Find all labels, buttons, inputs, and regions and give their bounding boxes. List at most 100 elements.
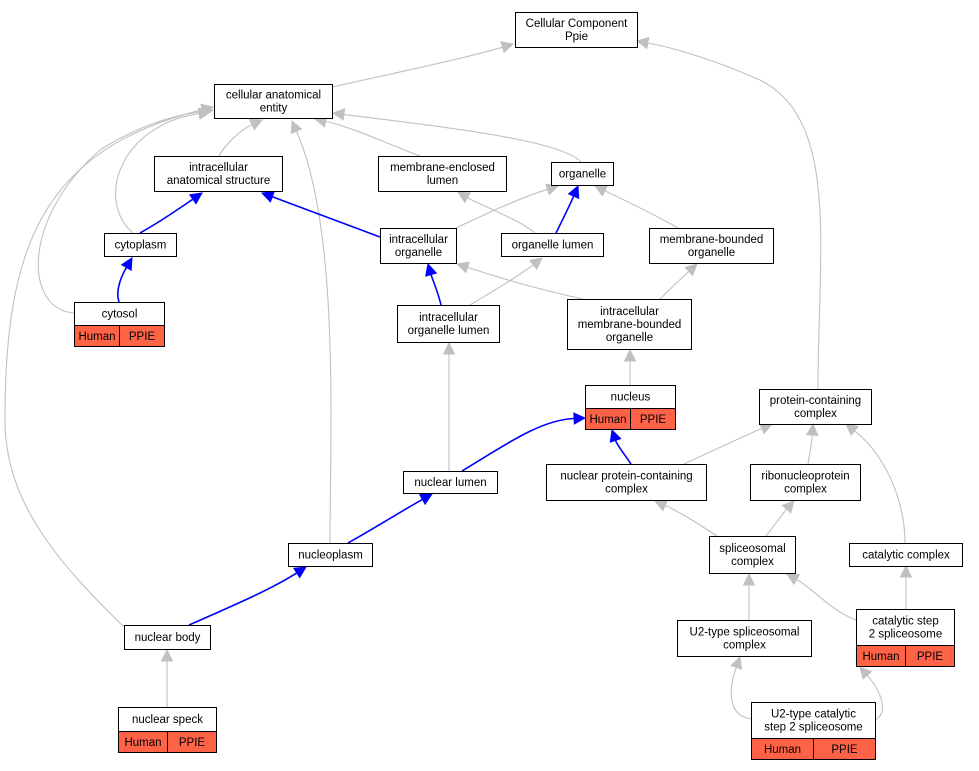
edge-nuclear-protein-containing-complex-to-protein-containing-complex — [683, 422, 774, 465]
node-cytoplasm[interactable]: cytoplasm — [104, 233, 177, 257]
node-box — [397, 305, 500, 343]
node-box — [515, 12, 638, 48]
node-label-line: complex — [794, 408, 837, 420]
arrowhead-icon — [120, 257, 133, 272]
edge-nuclear-lumen-to-nucleus — [461, 412, 587, 472]
node-box — [403, 471, 498, 494]
node-label-line: organelle — [606, 332, 653, 344]
edge-line — [461, 417, 575, 472]
annotation-tag-label: Human — [764, 744, 801, 756]
node-label-line: nucleoplasm — [298, 550, 363, 562]
edge-u2-type-catalytic-step-2-spliceosome-to-catalytic-step-2-spliceosome — [859, 666, 884, 721]
edge-protein-containing-complex-to-cellular-component — [635, 36, 822, 390]
node-nuclear-lumen[interactable]: nuclear lumen — [403, 471, 498, 494]
node-catalytic-complex[interactable]: catalytic complex — [849, 543, 963, 567]
node-label-line: organelle lumen — [408, 325, 490, 337]
edge-nuclear-body-to-nucleoplasm — [188, 566, 307, 626]
edge-line — [325, 120, 421, 157]
edge-cellular-anatomical-entity-to-cellular-component — [331, 41, 515, 88]
edge-catalytic-step-2-spliceosome-to-catalytic-complex — [899, 564, 913, 609]
node-box — [551, 162, 614, 186]
arrowhead-icon — [684, 263, 698, 277]
arrowhead-icon — [730, 655, 743, 670]
arrowhead-icon — [248, 118, 264, 131]
edge-line — [117, 267, 128, 303]
edge-line — [218, 124, 253, 157]
arrowhead-icon — [623, 348, 637, 362]
node-label-line: catalytic step — [872, 616, 938, 628]
arrowhead-icon — [573, 412, 587, 425]
annotation-tag-box — [905, 645, 955, 667]
node-organelle[interactable]: organelle — [551, 162, 614, 186]
edge-intracellular-anatomical-structure-to-cellular-anatomical-entity — [218, 118, 264, 157]
node-box — [709, 536, 796, 574]
arrowhead-icon — [260, 191, 275, 203]
node-label-line: entity — [260, 103, 288, 115]
arrowhead-icon — [455, 261, 470, 274]
node-box — [567, 299, 692, 350]
edge-line — [467, 197, 536, 234]
arrowhead-icon — [781, 500, 795, 514]
edge-nuclear-lumen-to-intracellular-organelle-lumen — [442, 341, 456, 471]
edge-line — [664, 504, 718, 537]
arrowhead-icon — [635, 36, 650, 50]
arrowhead-icon — [200, 103, 215, 116]
node-label-line: intracellular — [389, 234, 448, 246]
node-nucleoplasm[interactable]: nucleoplasm — [288, 543, 373, 567]
node-label-line: nucleus — [611, 392, 651, 404]
node-label-line: organelle — [688, 247, 735, 259]
node-label-line: organelle lumen — [512, 240, 594, 252]
edge-spliceosomal-complex-to-nuclear-protein-containing-complex — [653, 499, 718, 537]
node-label-line: U2-type spliceosomal — [690, 627, 800, 639]
edge-line — [455, 188, 548, 229]
node-nuclear-body[interactable]: nuclear body — [124, 625, 211, 650]
edge-line — [469, 264, 534, 306]
edge-line — [866, 674, 884, 721]
arrowhead-icon — [160, 648, 174, 662]
arrowhead-icon — [290, 119, 303, 135]
edge-line — [139, 198, 194, 234]
arrowhead-icon — [188, 192, 203, 205]
node-label-line: membrane-bounded — [660, 234, 764, 246]
node-label-line: cellular anatomical — [226, 90, 321, 102]
node-box — [378, 156, 507, 192]
annotation-tag-label: Human — [862, 651, 899, 663]
edge-catalytic-step-2-spliceosome-to-spliceosomal-complex — [786, 573, 857, 621]
arrowhead-icon — [593, 185, 609, 197]
node-label-line: protein-containing — [770, 395, 861, 407]
arrowhead-icon — [859, 666, 873, 680]
node-organelle-lumen[interactable]: organelle lumen — [501, 233, 604, 257]
edge-line — [331, 46, 503, 88]
arrowhead-icon — [805, 422, 819, 436]
annotation-tag-label: PPIE — [179, 737, 206, 749]
node-box — [380, 228, 457, 264]
edge-line — [614, 440, 632, 465]
arrowhead-icon — [457, 191, 472, 204]
node-label-line: ribonucleoprotein — [761, 471, 849, 483]
edge-nucleoplasm-to-nuclear-lumen — [347, 493, 433, 544]
edge-line — [467, 266, 584, 300]
edge-line — [647, 42, 822, 390]
node-box — [677, 620, 812, 657]
arrowhead-icon — [418, 493, 433, 506]
node-label-line: Ppie — [565, 31, 588, 43]
node-label-line: complex — [784, 484, 827, 496]
